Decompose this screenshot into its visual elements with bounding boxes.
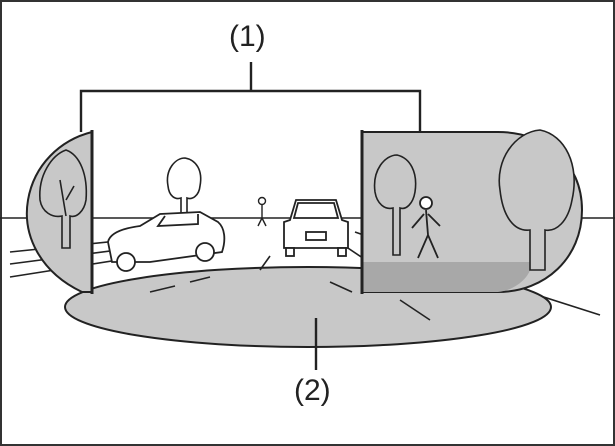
car-center: [283, 199, 349, 257]
callout-label-2: (2): [294, 374, 331, 407]
pedestrian: [411, 196, 441, 259]
center-tree: [166, 157, 202, 221]
car-left: [107, 211, 226, 272]
right-trees: [373, 129, 575, 271]
distant-pedestrian: [257, 196, 267, 227]
right-area-ground-shade: [362, 262, 531, 292]
callout-label-1: (1): [229, 20, 266, 53]
lane-dashes: [149, 255, 431, 321]
left-tree: [39, 149, 88, 249]
